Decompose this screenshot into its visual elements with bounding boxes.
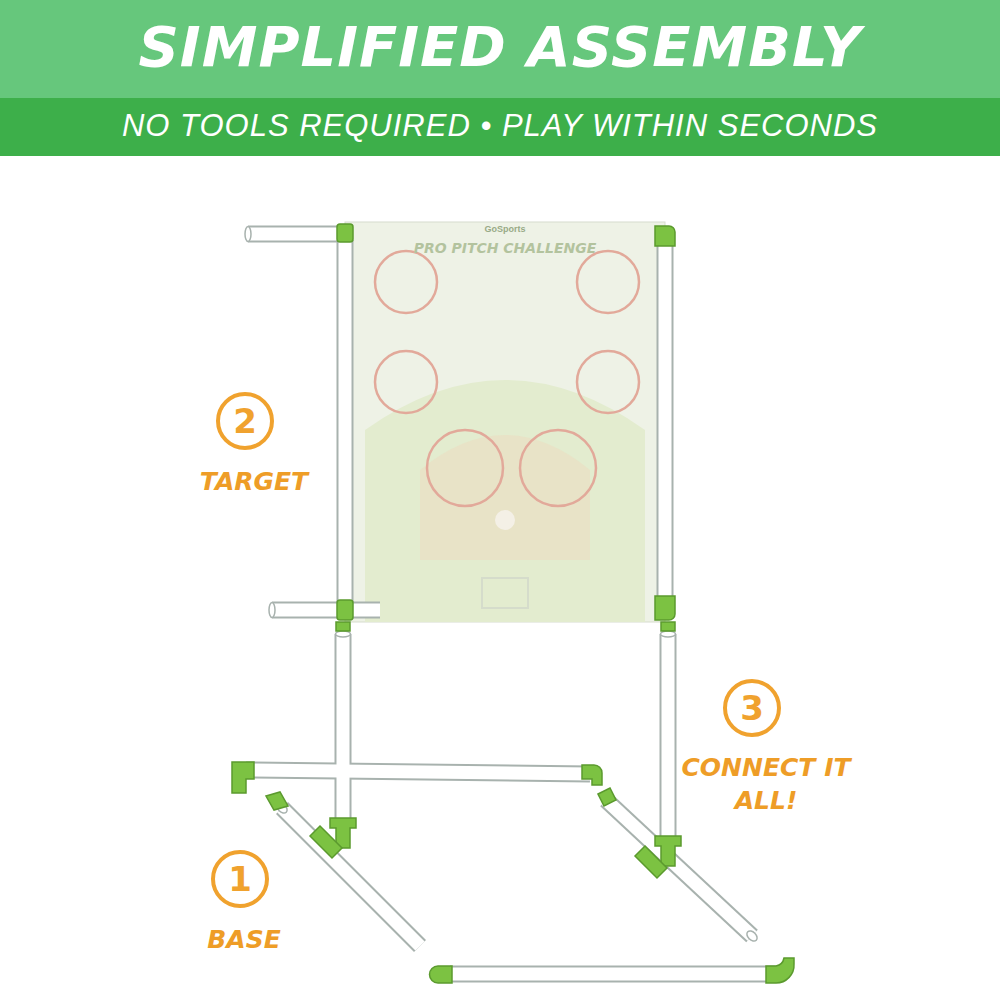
callout-label: TARGET	[174, 466, 334, 499]
callout-label: BASE	[184, 924, 304, 957]
callout-circle: 1BASE	[211, 850, 269, 908]
callout-circle: 2TARGET	[216, 392, 274, 450]
target-panel: GoSportsPRO PITCH CHALLENGE	[345, 222, 665, 622]
subtitle-text: NO TOOLS REQUIRED • PLAY WITHIN SECONDS	[0, 108, 1000, 144]
callout-number: 3	[740, 688, 764, 728]
callout-number: 1	[228, 859, 252, 899]
callout-label: CONNECT IT ALL!	[671, 752, 861, 817]
panel-title: PRO PITCH CHALLENGE	[414, 240, 597, 256]
title-text: SIMPLIFIED ASSEMBLY	[0, 14, 1000, 79]
callout-number: 2	[233, 401, 257, 441]
callout-circle: 3CONNECT IT ALL!	[723, 679, 781, 737]
brand-logo: GoSports	[484, 224, 525, 234]
